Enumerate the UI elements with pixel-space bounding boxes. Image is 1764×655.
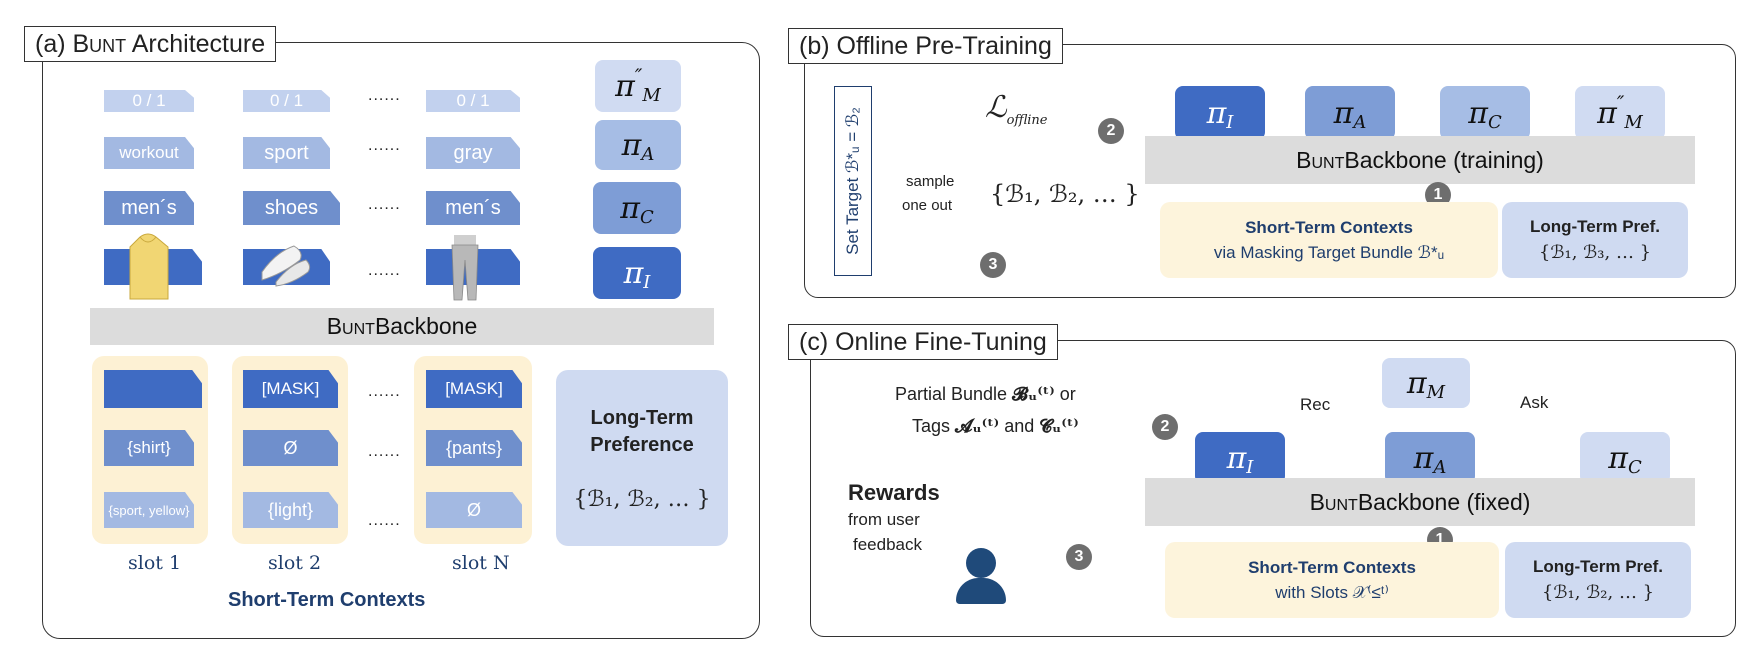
pi-m-head: π″M xyxy=(595,60,681,112)
set-target-text: Set Target ℬ*ᵤ = ℬ₂ xyxy=(843,107,862,255)
ltp-c-set: {ℬ₁, ℬ₂, … } xyxy=(1541,582,1655,603)
panel-c-title: (c) Online Fine-Tuning xyxy=(788,324,1058,360)
ellipsis: ...... xyxy=(368,137,401,154)
long-term-pref-box-c: Long-Term Pref. {ℬ₁, ℬ₂, … } xyxy=(1505,542,1691,618)
bunt-backbone-training: Bunt Backbone (training) xyxy=(1145,136,1695,184)
partial-bundle-label: Partial Bundle 𝓑ᵤ⁽ᵗ⁾ or xyxy=(895,384,1076,405)
tags-label: Tags 𝓐ᵤ⁽ᵗ⁾ and 𝓒ᵤ⁽ᵗ⁾ xyxy=(912,416,1079,437)
user-body-icon xyxy=(956,578,1006,604)
item-token xyxy=(104,249,202,285)
category-token: shoes xyxy=(243,191,340,225)
attribute-token: sport xyxy=(243,137,330,169)
short-term-contexts-label: Short-Term Contexts xyxy=(228,589,426,611)
ltp-title: Long-Term Preference xyxy=(590,406,694,456)
rec-label: Rec xyxy=(1300,395,1331,414)
price-token: 0 / 1 xyxy=(104,90,194,112)
item-token xyxy=(426,249,520,285)
stc-b-title: Short-Term Contexts xyxy=(1245,217,1413,237)
rewards-label: Rewards xyxy=(848,480,940,505)
item-token xyxy=(243,249,330,285)
feedback-label: feedback xyxy=(853,535,922,554)
one-out-label: one out xyxy=(902,197,953,214)
ellipsis: ...... xyxy=(368,383,401,400)
ellipsis: ...... xyxy=(368,443,401,460)
short-term-contexts-box-b: Short-Term Contexts via Masking Target B… xyxy=(1160,202,1498,278)
bunt-backbone-fixed: Bunt Backbone (fixed) xyxy=(1145,478,1695,526)
slot2-tags-token: {light} xyxy=(243,492,338,528)
ellipsis: ...... xyxy=(368,512,401,529)
panel-b-title: (b) Offline Pre-Training xyxy=(788,28,1063,64)
slot1-tags-token: {sport, yellow} xyxy=(104,492,194,528)
step-3-badge-c: 3 xyxy=(1066,544,1092,570)
ellipsis: ...... xyxy=(368,196,401,213)
sample-label: sample xyxy=(906,173,955,190)
ellipsis: ...... xyxy=(368,262,401,279)
bunt-backbone: Bunt Backbone xyxy=(90,308,714,345)
step-2-badge: 2 xyxy=(1098,118,1124,144)
slot1-attr-token: {shirt} xyxy=(104,430,194,466)
ask-label: Ask xyxy=(1520,393,1549,412)
slot2-mask-token: [MASK] xyxy=(243,370,338,408)
ellipsis: ...... xyxy=(368,87,401,104)
slot2-attr-token: Ø xyxy=(243,430,338,466)
offline-loss: ℒoffline xyxy=(985,90,1048,128)
attribute-token: gray xyxy=(426,137,520,169)
ltp-set: {ℬ₁, ℬ₂, … } xyxy=(573,486,711,512)
bundle-set: {ℬ₁, ℬ₂, … } xyxy=(990,180,1140,208)
category-token: men´s xyxy=(104,191,194,225)
slot-2-label: slot 2 xyxy=(268,552,322,574)
from-user-label: from user xyxy=(848,510,920,529)
stc-b-sub: via Masking Target Bundle ℬ*ᵤ xyxy=(1213,242,1445,262)
pi-m-b: π″M xyxy=(1575,86,1665,140)
price-token: 0 / 1 xyxy=(243,90,330,112)
panel-a-title: (a) Bunt Architecture xyxy=(24,26,277,62)
category-token: men´s xyxy=(426,191,520,225)
slot-n-label: slot N xyxy=(452,552,510,574)
ltp-b-set: {ℬ₁, ℬ₃, … } xyxy=(1538,242,1652,263)
slot-1-label: slot 1 xyxy=(128,552,182,574)
step-2-badge-c: 2 xyxy=(1152,414,1178,440)
long-term-pref-box-b: Long-Term Pref. {ℬ₁, ℬ₃, … } xyxy=(1502,202,1688,278)
attribute-token: workout xyxy=(104,137,194,169)
slot1-item-token xyxy=(104,370,202,408)
long-term-preference-box: Long-Term Preference {ℬ₁, ℬ₂, … } xyxy=(556,370,728,546)
slotn-attr-token: {pants} xyxy=(426,430,522,466)
ltp-c-title: Long-Term Pref. xyxy=(1532,557,1664,576)
price-token: 0 / 1 xyxy=(426,90,520,112)
slotn-tags-token: Ø xyxy=(426,492,522,528)
short-term-contexts-box-c: Short-Term Contexts with Slots 𝒳⁽≤ᵗ⁾ xyxy=(1165,542,1499,618)
stc-c-sub: with Slots 𝒳⁽≤ᵗ⁾ xyxy=(1275,582,1389,602)
stc-c-title: Short-Term Contexts xyxy=(1248,557,1416,577)
set-target-box: Set Target ℬ*ᵤ = ℬ₂ xyxy=(834,86,872,276)
ltp-b-title: Long-Term Pref. xyxy=(1529,217,1661,236)
step-3-badge: 3 xyxy=(980,252,1006,278)
user-head-icon xyxy=(966,548,996,578)
slotn-mask-token: [MASK] xyxy=(426,370,522,408)
